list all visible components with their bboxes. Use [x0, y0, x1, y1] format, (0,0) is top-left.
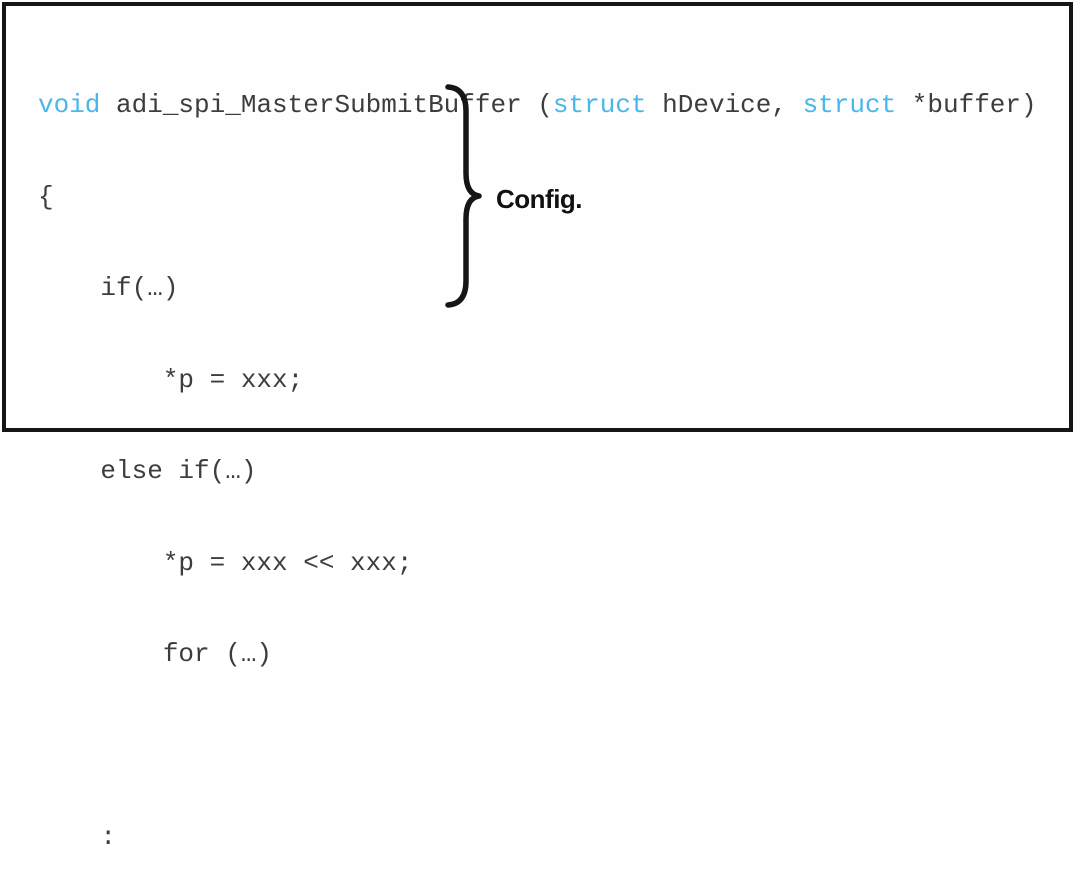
param-hdevice: hDevice, — [646, 90, 803, 120]
function-name: adi_spi_MasterSubmitBuffer ( — [100, 90, 553, 120]
code-line-open-brace: { — [38, 181, 54, 212]
figure-frame: void adi_spi_MasterSubmitBuffer (struct … — [2, 2, 1073, 852]
code-line-colon: : — [38, 822, 117, 852]
code-line-else-if: else if(…) — [38, 456, 257, 486]
code-line-assign1: *p = xxx; — [38, 364, 304, 395]
keyword-void: void — [38, 90, 101, 120]
keyword-struct-2: struct — [802, 90, 897, 120]
config-annotation-label: Config. — [496, 184, 583, 214]
code-snippet: void adi_spi_MasterSubmitBuffer (struct … — [38, 30, 1037, 878]
curly-brace-annotation-icon — [445, 84, 482, 308]
param-buffer: *buffer) — [896, 90, 1037, 120]
code-line-for: for (…) — [38, 639, 273, 669]
code-line-signature: void adi_spi_MasterSubmitBuffer (struct … — [38, 90, 1037, 122]
code-line-if: if(…) — [38, 273, 179, 303]
keyword-struct-1: struct — [552, 90, 647, 120]
code-line-blank1 — [38, 731, 1037, 763]
code-line-assign2: *p = xxx << xxx; — [38, 547, 413, 578]
